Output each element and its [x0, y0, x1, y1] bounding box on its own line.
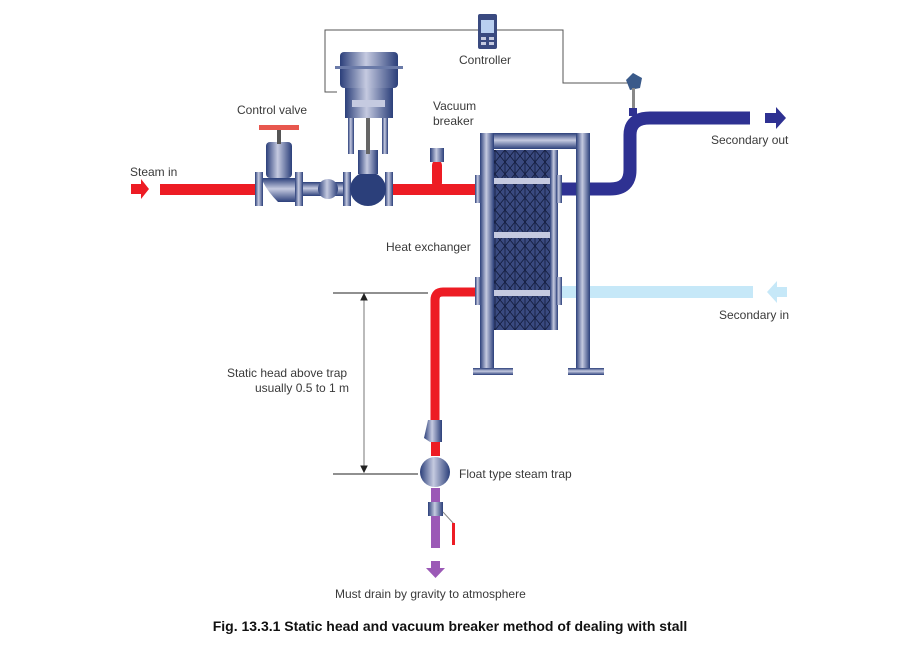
temperature-sensor[interactable]	[626, 73, 642, 116]
drain-arrow-icon	[426, 561, 445, 578]
control-valve[interactable]	[335, 52, 403, 206]
isolation-valve[interactable]	[255, 125, 303, 206]
secondary-in-pipe	[560, 286, 753, 298]
secondary-out-arrow-icon	[765, 107, 786, 129]
controller-label: Controller	[459, 53, 512, 67]
control-signal-wires	[324, 29, 628, 93]
static-head-label-2: usually 0.5 to 1 m	[255, 381, 350, 395]
strainer-trap-inlet[interactable]	[424, 420, 442, 442]
figure-caption: Fig. 13.3.1 Static head and vacuum break…	[212, 618, 688, 634]
float-steam-trap[interactable]	[420, 457, 450, 487]
secondary-in-arrow-icon	[767, 281, 787, 303]
heat-exchanger[interactable]	[473, 133, 604, 375]
static-head-label-1: Static head above trap	[227, 366, 348, 380]
check-valve[interactable]	[428, 502, 455, 545]
secondary-out-pipe	[560, 111, 750, 196]
vacuum-breaker-label-2: breaker	[433, 114, 474, 128]
control-valve-label: Control valve	[237, 103, 308, 117]
drain-label: Must drain by gravity to atmosphere	[335, 587, 526, 601]
steam-in-arrow-icon	[131, 179, 149, 199]
static-head-dimension	[333, 292, 428, 475]
controller-device[interactable]	[478, 14, 497, 49]
steam-in-label: Steam in	[130, 165, 178, 179]
heat-exchanger-label: Heat exchanger	[386, 240, 471, 254]
vacuum-breaker[interactable]	[430, 148, 444, 162]
condensate-pipe	[430, 287, 475, 548]
vacuum-breaker-label-1: Vacuum	[433, 99, 477, 113]
secondary-out-label: Secondary out	[711, 133, 789, 147]
float-trap-label: Float type steam trap	[459, 467, 572, 481]
steam-inlet-pipe	[160, 160, 480, 195]
secondary-in-label: Secondary in	[719, 308, 790, 322]
strainer[interactable]	[303, 179, 343, 199]
